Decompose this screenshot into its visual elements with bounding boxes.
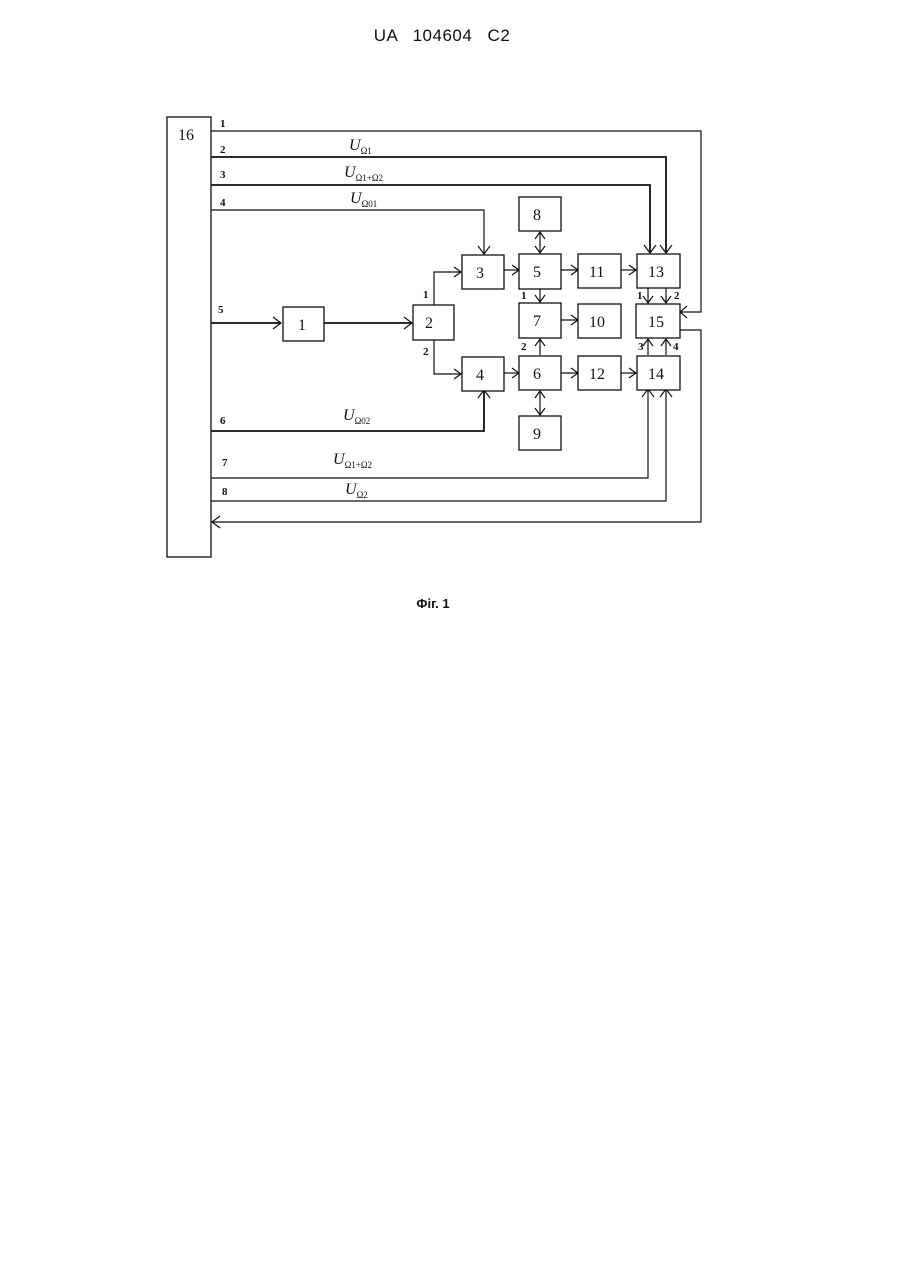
block-2 [413, 305, 454, 340]
block-2-port-1: 1 [423, 289, 429, 301]
signal-label-2: UΩ1 [349, 137, 372, 156]
wire-2-to-3 [434, 272, 461, 305]
wire-7 [211, 389, 648, 478]
wire-4 [211, 210, 484, 254]
block-5-label: 5 [533, 264, 541, 281]
block-12-label: 12 [589, 366, 605, 383]
output-3-label: 3 [220, 169, 226, 181]
block-16 [167, 117, 211, 557]
block-3-label: 3 [476, 265, 484, 282]
block-15-port-1: 1 [637, 290, 643, 302]
block-4-label: 4 [476, 367, 484, 384]
block-15-port-3: 3 [638, 341, 644, 353]
block-7-port-1: 1 [521, 290, 527, 302]
block-11-label: 11 [589, 264, 604, 281]
block-1-label: 1 [298, 317, 306, 334]
output-6-label: 6 [220, 415, 226, 427]
wire-feedback [212, 330, 701, 522]
signal-label-7: UΩ1+Ω2 [333, 451, 372, 470]
output-2-label: 2 [220, 144, 226, 156]
block-2-label: 2 [425, 315, 433, 332]
wire-2-to-4 [434, 340, 461, 374]
block-15-port-2: 2 [674, 290, 680, 302]
signal-label-8: UΩ2 [345, 481, 368, 500]
block-16-label: 16 [178, 127, 194, 144]
output-1-label: 1 [220, 118, 226, 130]
wire-2 [211, 157, 666, 253]
block-10-label: 10 [589, 314, 605, 331]
wire-8 [211, 389, 666, 501]
output-5-label: 5 [218, 304, 224, 316]
output-8-label: 8 [222, 486, 228, 498]
block-15-label: 15 [648, 314, 664, 331]
block-9-label: 9 [533, 426, 541, 443]
signal-label-3: UΩ1+Ω2 [344, 164, 383, 183]
block-2-port-2: 2 [423, 346, 429, 358]
wire-3 [211, 185, 650, 253]
signal-label-6: UΩ02 [343, 407, 370, 426]
signal-label-4: UΩ01 [350, 190, 377, 209]
figure-caption: Фіг. 1 [0, 596, 866, 611]
block-13-label: 13 [648, 264, 664, 281]
block-8-label: 8 [533, 207, 541, 224]
block-15-port-4: 4 [673, 341, 679, 353]
output-4-label: 4 [220, 197, 226, 209]
block-7-label: 7 [533, 313, 541, 330]
block-14-label: 14 [648, 366, 664, 383]
block-7-port-2: 2 [521, 341, 527, 353]
output-7-label: 7 [222, 457, 228, 469]
wire-1 [211, 131, 701, 312]
block-6-label: 6 [533, 366, 541, 383]
